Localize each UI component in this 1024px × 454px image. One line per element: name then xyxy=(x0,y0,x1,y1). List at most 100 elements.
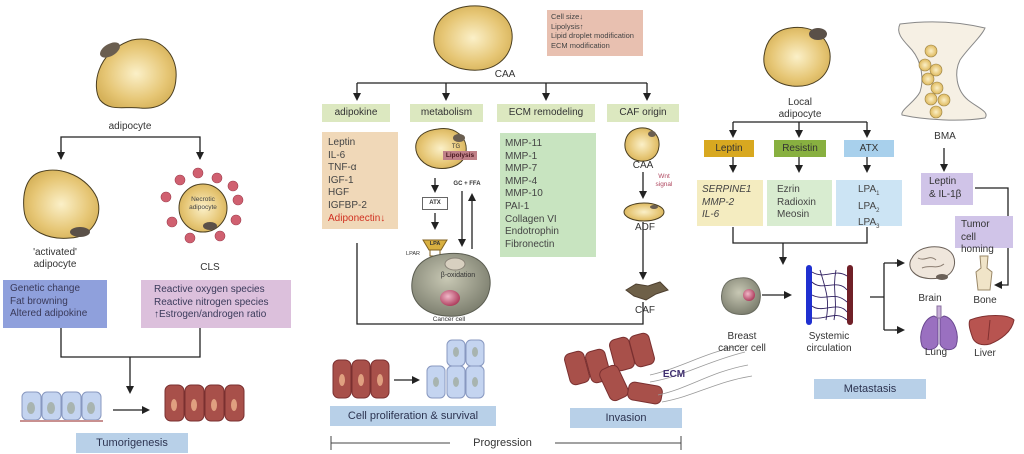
caa-label: CAA xyxy=(494,69,516,80)
adipokine-item: Leptin xyxy=(328,137,356,148)
ecm-factor: MMP-11 xyxy=(505,138,543,149)
lpa-subscript: 1 xyxy=(876,191,880,197)
breast-cancer-cell xyxy=(721,277,761,315)
lpar-receptor xyxy=(422,239,448,257)
left-branch-arrows xyxy=(57,136,204,160)
systemic-circulation xyxy=(806,265,853,325)
leptin-target: SERPINE1 xyxy=(702,184,752,195)
adipokine-item: IGF-1 xyxy=(328,174,354,186)
wnt-line2: signal xyxy=(655,181,673,188)
category-ecm-remodeling: ECM remodeling xyxy=(497,104,595,122)
ecm-factor: Endotrophin xyxy=(505,226,559,238)
lpa-base: LPA xyxy=(858,217,877,228)
metabolism-arrows xyxy=(431,178,476,249)
brain-organ xyxy=(909,246,955,280)
lipolysis-label: Lipolysis xyxy=(443,151,477,160)
caa-changes-box: Cell size↓ Lipolysis↑ Lipid droplet modi… xyxy=(547,10,643,56)
beta-oxidation-label: β-oxidation xyxy=(440,272,476,279)
bma-factor-line2: & IL-1β xyxy=(929,188,962,200)
activated-adipocyte-label: 'activated' adipocyte xyxy=(20,247,90,271)
lpa-base: LPA xyxy=(858,200,877,212)
lung-organ xyxy=(920,305,958,351)
atx-target: LPA2 xyxy=(858,201,880,218)
lpa-subscript: 3 xyxy=(876,224,880,230)
cancer-cell-label: Cancer cell xyxy=(432,316,466,323)
ecm-factor: Fibronectin xyxy=(505,238,555,250)
mediator-atx: ATX xyxy=(844,140,894,157)
proliferation-blue-cells xyxy=(426,339,485,399)
necrotic-adipocyte-label: Necrotic adipocyte xyxy=(183,196,223,212)
breast-cancer-line1: Breast xyxy=(727,331,757,342)
caa-change: ECM modification xyxy=(551,40,610,50)
tumor-homing-box: Tumor cell homing xyxy=(955,216,1013,255)
bone-marrow-adipose xyxy=(898,21,987,121)
adf-label: ADF xyxy=(635,222,655,233)
systemic-circulation-label: Systemic circulation xyxy=(797,331,861,355)
tumorigenesis-arrows xyxy=(60,328,201,414)
adipokine-item: TNF-α xyxy=(328,162,357,174)
ecm-fibers xyxy=(649,344,753,403)
caa-change: Lipid droplet modification xyxy=(551,31,634,40)
normal-epithelium xyxy=(20,391,103,422)
local-adipocyte-line1: Local xyxy=(788,97,812,108)
necrotic-adipocyte-cell xyxy=(178,183,228,233)
category-caf-origin: CAF origin xyxy=(607,104,679,122)
caf-origin-caa-label: CAA xyxy=(632,160,654,171)
adipocyte-cell xyxy=(95,38,177,109)
category-adipokine: adipokine xyxy=(322,104,390,122)
cls-effect: Reactive nitrogen species xyxy=(154,296,269,308)
local-adipocyte-line2: adipocyte xyxy=(778,109,822,120)
cls-effects-box: Reactive oxygen species Reactive nitroge… xyxy=(141,280,291,328)
activated-label-line1: 'activated' xyxy=(33,247,77,258)
caf-origin-caa-cell xyxy=(624,127,660,162)
resistin-target: Meosin xyxy=(777,209,810,220)
caf-label: CAF xyxy=(635,305,655,316)
liver-organ xyxy=(968,315,1015,346)
leptin-target-box: SERPINE1 MMP-2 IL-6 xyxy=(697,180,763,226)
tg-label: TG xyxy=(451,144,461,150)
tumorigenesis-stage-label: Tumorigenesis xyxy=(76,433,188,453)
breast-cancer-cell-label: Breast cancer cell xyxy=(712,331,772,355)
bone-organ xyxy=(975,255,993,291)
ecm-factor: PAI-1 xyxy=(505,200,530,212)
organ-label-brain: Brain xyxy=(918,293,942,304)
circulation-line2: circulation xyxy=(806,343,852,354)
center-join-line xyxy=(356,243,644,325)
progression-bracket xyxy=(330,436,682,450)
organ-label-liver: Liver xyxy=(974,348,996,359)
ecm-factor: MMP-4 xyxy=(505,175,538,187)
leptin-target: IL-6 xyxy=(702,209,720,220)
local-adipocyte-arrows xyxy=(729,121,1009,334)
mediator-leptin: Leptin xyxy=(704,140,754,157)
atx-target-box: LPA1 LPA2 LPA3 xyxy=(836,180,902,230)
invasion-cells xyxy=(564,332,663,405)
tumor-epithelium xyxy=(164,384,245,422)
lpa-base: LPA xyxy=(858,184,877,195)
atx-label: ATX xyxy=(422,197,448,210)
cls-effect: ↑Estrogen/androgen ratio xyxy=(154,309,267,320)
mediator-resistin: Resistin xyxy=(774,140,826,157)
bma-label: BMA xyxy=(934,131,956,142)
adf-cell xyxy=(623,202,665,222)
adipokine-item: IL-6 xyxy=(328,149,346,161)
adipokine-item: IGFBP-2 xyxy=(328,199,367,211)
ecm-factor: MMP-10 xyxy=(505,188,543,200)
caa-branch-arrows xyxy=(353,82,651,101)
resistin-target: Ezrin xyxy=(777,184,800,195)
gc-ffa-label: GC + FFA xyxy=(453,181,481,187)
lpa-label: LPA xyxy=(429,241,441,247)
proliferation-stage-label: Cell proliferation & survival xyxy=(330,406,496,426)
category-metabolism: metabolism xyxy=(410,104,483,122)
proliferation-tumor-cells xyxy=(332,359,390,399)
activated-effect: Altered adipokine xyxy=(10,308,88,319)
caa-change: Cell size↓ xyxy=(551,12,584,21)
adipocyte-label: adipocyte xyxy=(108,121,152,132)
resistin-target-box: Ezrin Radioxin Meosin xyxy=(767,180,832,226)
necrotic-label-line1: Necrotic xyxy=(191,196,215,203)
breast-cancer-line2: cancer cell xyxy=(718,343,766,354)
ecm-factor: MMP-7 xyxy=(505,163,538,175)
metastasis-stage-label: Metastasis xyxy=(814,379,926,399)
adiponectin-decrease: Adiponectin↓ xyxy=(328,212,386,224)
ecm-label: ECM xyxy=(662,369,686,380)
